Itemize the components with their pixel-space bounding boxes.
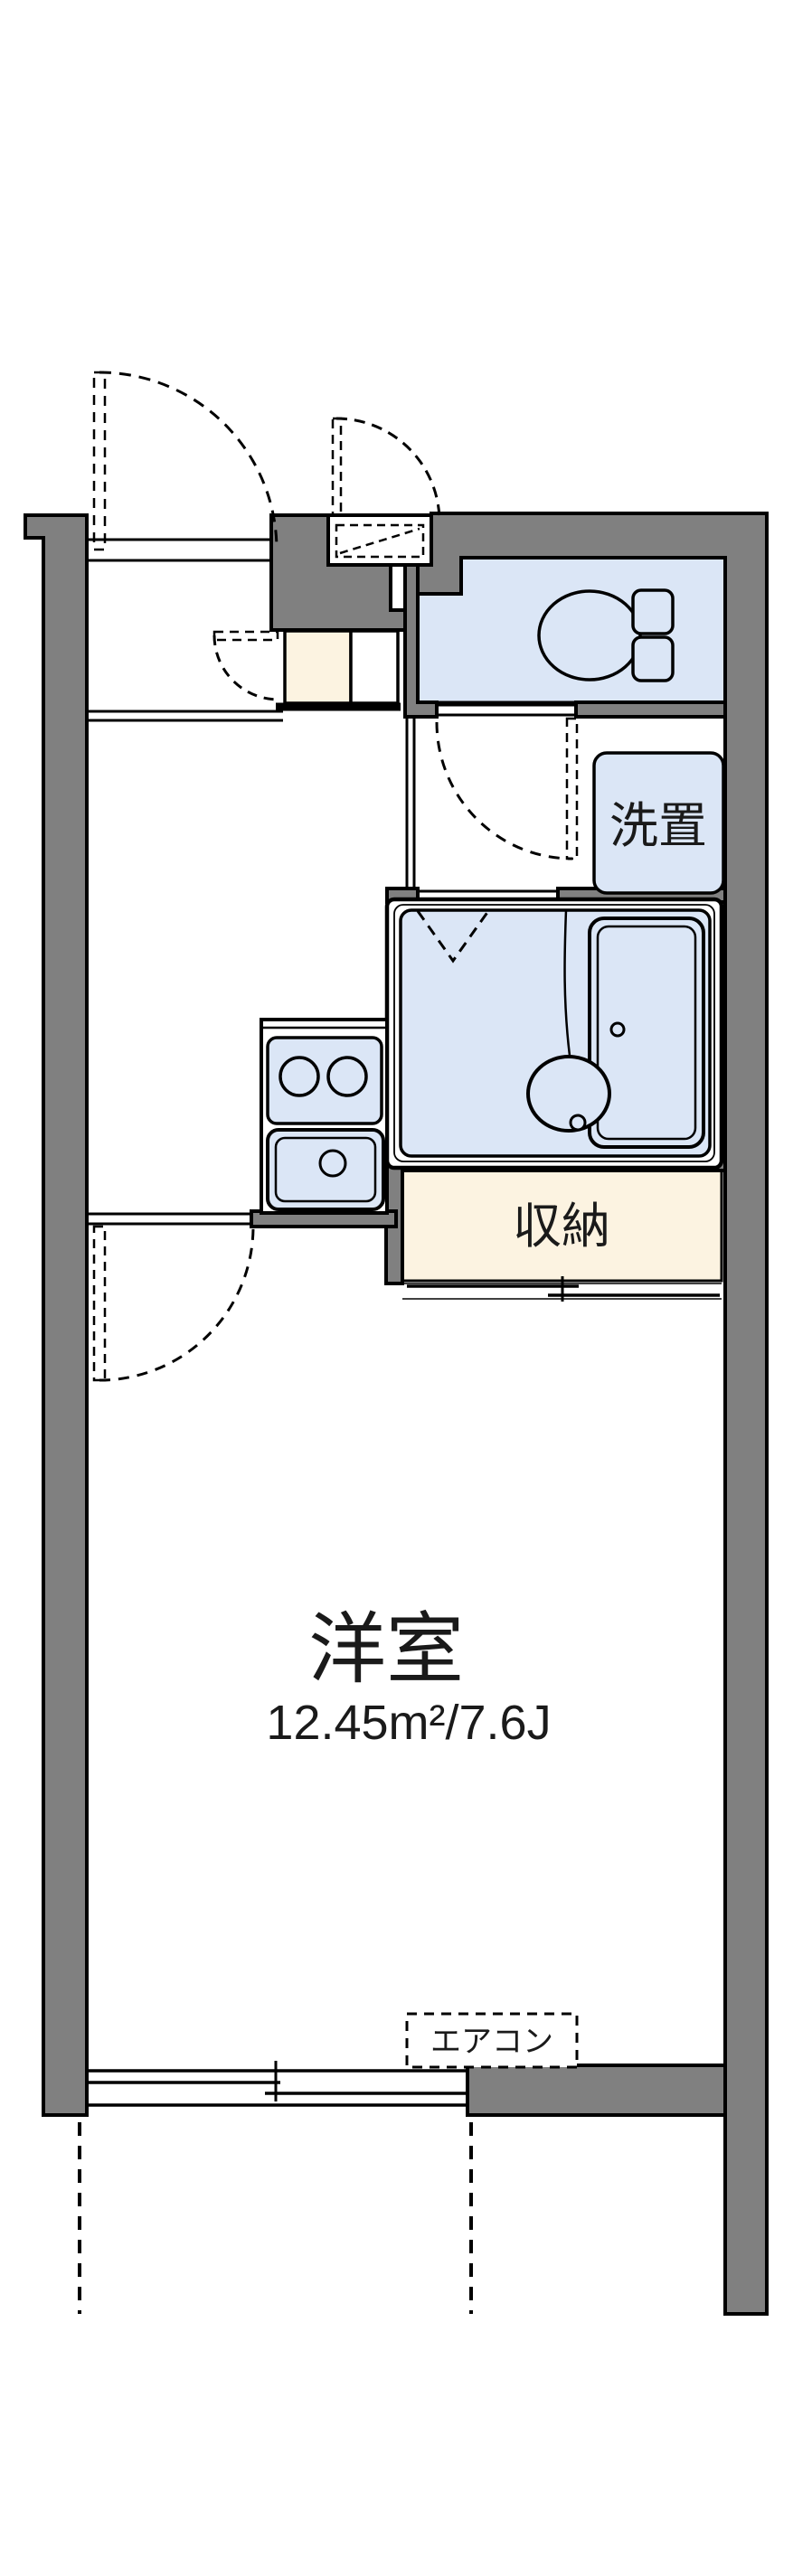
utility-box (349, 629, 400, 705)
aircon-dashed-box (405, 2012, 579, 2069)
storage-door-swing (212, 635, 279, 701)
toilet-bottom-wall (574, 700, 727, 719)
main-room-name: 洋室 (308, 1606, 464, 1693)
closet-sliding-door (402, 1276, 722, 1302)
room-door-swing (99, 1226, 255, 1382)
closet-area (401, 1169, 723, 1283)
overhead-cabinet-diagonal (339, 527, 420, 555)
room-door-opening (87, 1212, 251, 1226)
entrance-threshold (87, 538, 271, 562)
toilet-bowl (537, 589, 642, 682)
toilet-door-swing (435, 721, 573, 860)
bathtub-handle (609, 1021, 626, 1038)
bath-divider (563, 909, 571, 1057)
washing-machine-space: 洗置 (592, 751, 725, 895)
washing-machine-box (592, 751, 725, 895)
bath-closet-wall (384, 1158, 727, 1285)
bathtub (588, 917, 705, 1149)
main-room-door (92, 1225, 255, 1382)
bottom-window (85, 2061, 469, 2107)
washing-machine-label: 洗置 (609, 799, 707, 853)
sink-faucet (318, 1149, 347, 1178)
genkan-step (87, 710, 283, 722)
wash-basin (526, 1055, 611, 1133)
utility-hatch (326, 417, 441, 567)
storage-box (283, 629, 353, 705)
unit-bath (384, 897, 724, 1170)
window-ticks (85, 2061, 469, 2105)
aircon-label: エアコン (430, 2025, 553, 2059)
bathtub-inner (596, 925, 697, 1141)
hall-washroom-opening (405, 717, 416, 890)
toilet-door-opening (437, 703, 576, 717)
stove-burner-left (279, 1056, 320, 1097)
entrance-door (92, 371, 279, 551)
genkan-storage (212, 629, 401, 711)
kitchen-sink-inner (274, 1136, 377, 1203)
closet: 収納 (402, 1199, 722, 1302)
kitchen (260, 1018, 389, 1215)
hatch-door-swing (335, 417, 441, 522)
toilet-door (435, 717, 579, 860)
balcony-boundaries (78, 2122, 473, 2314)
left-wall (24, 513, 89, 2117)
overhead-cabinet-dashed-box (335, 523, 425, 559)
toilet (537, 588, 675, 682)
bath-shell-inner-line (393, 904, 715, 1162)
main-room-area: 12.45m²/7.6J (266, 1696, 551, 1750)
bath-folding-door (416, 910, 490, 964)
basin-drain (569, 1114, 587, 1132)
toilet-tank-top (631, 588, 675, 635)
closet-label: 収納 (513, 1199, 610, 1254)
main-room: 洋室 12.45m²/7.6J (266, 1606, 551, 1750)
toilet-tank-bottom (631, 635, 675, 682)
stove-burner-right (326, 1056, 368, 1097)
bottom-wall (466, 2064, 727, 2117)
air-conditioner: エアコン (405, 2012, 579, 2069)
